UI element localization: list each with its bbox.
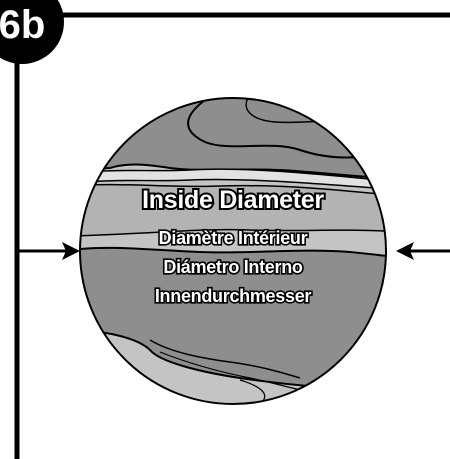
label-inside-diameter: Inside Diameter [142, 186, 324, 214]
label-french: Diamètre Intérieur [159, 228, 308, 248]
pipe-outline [79, 97, 387, 405]
label-spanish: Diámetro Interno [163, 257, 303, 277]
upper-band [80, 98, 386, 180]
arrow-right-icon [17, 242, 80, 260]
label-german: Innendurchmesser [155, 286, 312, 306]
step-badge: 6b [0, 0, 64, 64]
pipe-inside-view [80, 98, 386, 404]
step-number: 6b [0, 3, 45, 47]
upper-streak [80, 168, 386, 191]
middle-band [80, 183, 386, 237]
arrow-left-icon [396, 242, 450, 260]
